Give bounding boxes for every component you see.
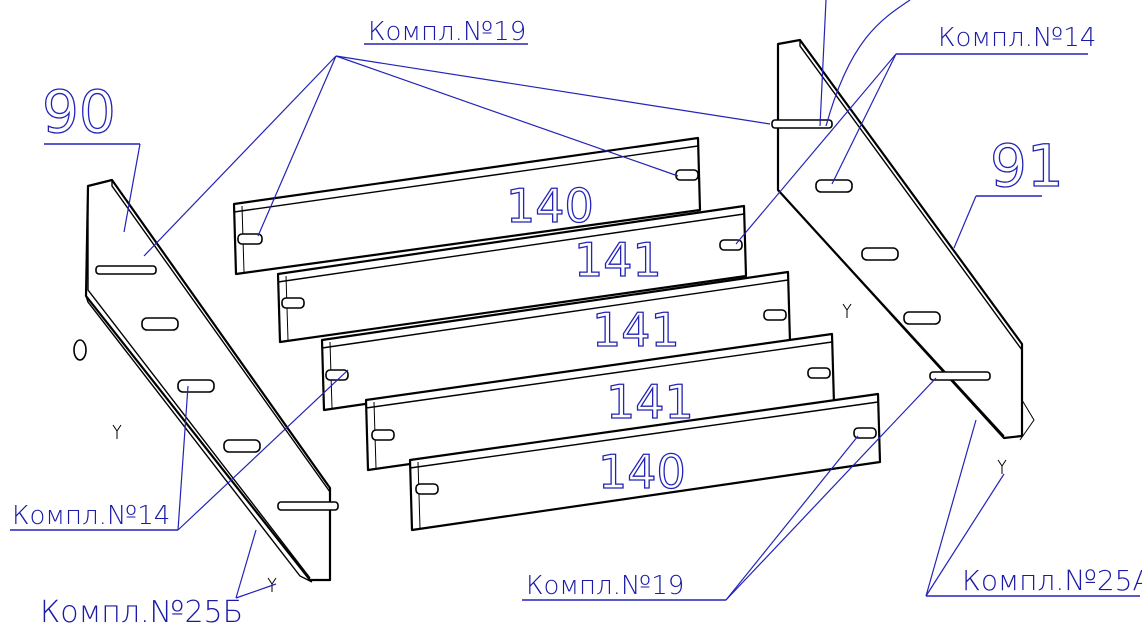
left-side-panel bbox=[73, 178, 339, 592]
panel-number-3: 141 bbox=[592, 303, 680, 357]
panel-number-5: 140 bbox=[598, 445, 686, 499]
panel-number-2: 141 bbox=[574, 233, 662, 287]
label-kit19-bottom: Компл.№19 bbox=[526, 571, 684, 601]
label-kit25b: Компл.№25Б bbox=[40, 595, 243, 628]
part-number-left: 90 bbox=[42, 78, 116, 146]
label-kit19-top: Компл.№19 bbox=[368, 17, 526, 47]
kit-labels: Компл.№19 Компл.№14 Компл.№14 Компл.№25Б… bbox=[12, 17, 1142, 628]
part-numbers: 90 91 140 141 141 141 140 bbox=[41, 77, 1064, 499]
right-side-panel bbox=[771, 38, 1035, 474]
panel-140-top bbox=[232, 136, 702, 276]
part-number-right: 91 bbox=[990, 132, 1064, 200]
panel-140-bottom bbox=[408, 392, 882, 532]
leader-lines bbox=[10, 0, 1140, 601]
panel-141-a bbox=[276, 204, 748, 344]
label-kit14-left: Компл.№14 bbox=[12, 501, 170, 531]
label-kit25a: Компл.№25А bbox=[962, 564, 1142, 597]
label-kit14-top: Компл.№14 bbox=[938, 23, 1096, 53]
left-panel-dowels bbox=[95, 265, 339, 511]
panel-number-1: 140 bbox=[506, 179, 594, 233]
right-panel-dowels bbox=[771, 119, 991, 381]
panel-number-4: 141 bbox=[606, 375, 694, 429]
